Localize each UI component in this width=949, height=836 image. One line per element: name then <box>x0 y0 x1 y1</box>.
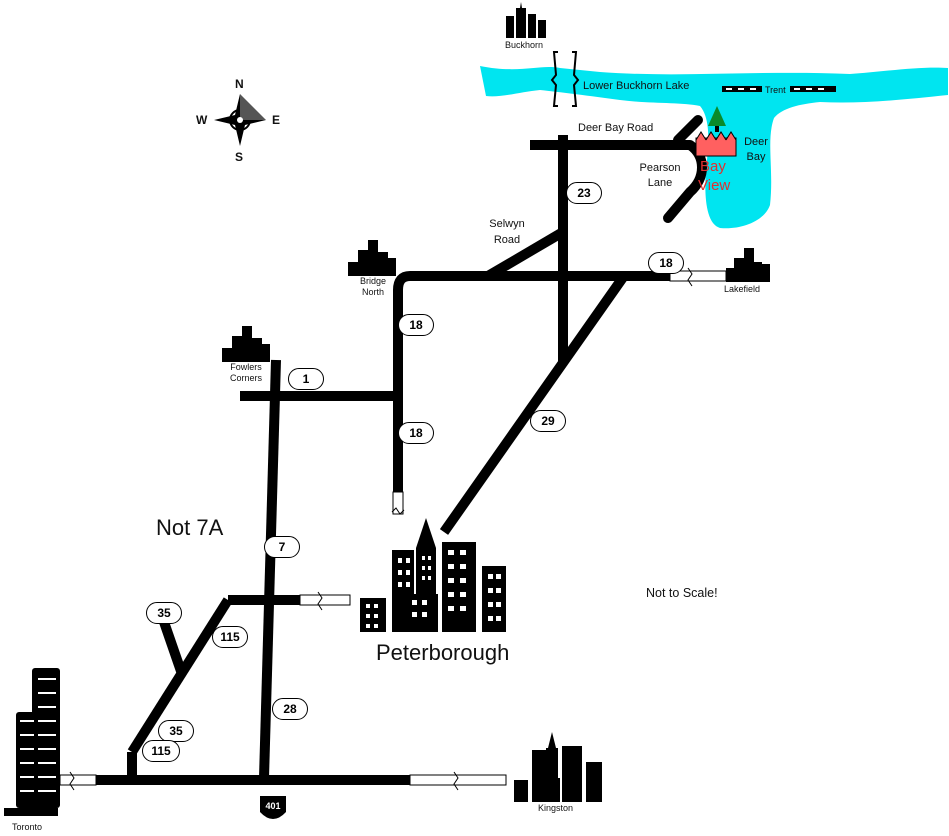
selwyn-road <box>485 227 566 281</box>
compass-west: W <box>196 113 208 127</box>
shield-18-south: 18 <box>398 422 434 444</box>
highway-401-shield-icon: 401 <box>260 796 286 819</box>
selwyn-road-label-1: Selwyn <box>489 218 525 230</box>
compass-north: N <box>235 77 244 91</box>
shield-115-south: 115 <box>142 740 180 762</box>
bay-view-cottages-icon <box>695 131 737 157</box>
shield-7: 7 <box>264 536 300 558</box>
deer-bay-road-label: Deer Bay Road <box>578 122 654 134</box>
shield-1: 1 <box>288 368 324 390</box>
roads <box>96 115 707 785</box>
trent-label: Trent <box>765 85 786 95</box>
pearson-lane <box>663 140 707 223</box>
road-115 <box>127 597 233 755</box>
deer-bay-label-1: Deer <box>744 136 768 148</box>
lake-label: Lower Buckhorn Lake <box>583 80 690 92</box>
town-fowlers-1: Fowlers <box>230 362 262 372</box>
road-18-north <box>393 271 670 492</box>
deer-bay-label-2: Bay <box>746 151 766 163</box>
buckhorn-lock-right <box>572 51 580 107</box>
pearson-connector <box>673 115 703 145</box>
shield-23: 23 <box>566 182 602 204</box>
note-not-to-scale: Not to Scale! <box>646 586 718 600</box>
town-fowlers-2: Corners <box>229 373 262 383</box>
shield-18-east: 18 <box>648 252 684 274</box>
buckhorn-city-icon <box>506 2 546 38</box>
town-toronto: Toronto <box>12 822 43 832</box>
shield-401-text: 401 <box>265 801 280 811</box>
selwyn-road-label-2: Road <box>493 234 521 246</box>
shield-35-south: 35 <box>158 720 194 742</box>
pearson-lane-label-1: Pearson <box>639 162 681 174</box>
compass-rose-icon <box>214 94 266 146</box>
bridge-north-city-icon <box>348 240 396 276</box>
shield-115-north: 115 <box>212 626 248 648</box>
shield-18-north: 18 <box>398 314 434 336</box>
road-7 <box>259 359 281 779</box>
town-bridge-north-2: North <box>361 287 384 297</box>
trent-waterway <box>722 86 836 92</box>
road-29 <box>439 273 629 535</box>
destination-label-2: View <box>698 177 731 194</box>
shield-29: 29 <box>530 410 566 432</box>
town-kingston: Kingston <box>538 803 574 813</box>
kingston-city-icon <box>514 732 602 802</box>
shield-35-north: 35 <box>146 602 182 624</box>
destination-label-1: Bay <box>700 158 726 175</box>
map-title: Peterborough <box>376 640 510 665</box>
buckhorn-lock-left <box>550 51 558 107</box>
road-breaks <box>59 267 727 791</box>
peterborough-windows <box>366 550 501 628</box>
compass-south: S <box>235 150 244 164</box>
tree-icon <box>708 106 726 132</box>
town-bridge-north-1: Bridge <box>359 276 386 286</box>
shield-28: 28 <box>272 698 308 720</box>
pearson-lane-label-2: Lane <box>647 177 673 189</box>
fowlers-corners-city-icon <box>222 326 270 362</box>
note-not-7a: Not 7A <box>156 515 224 540</box>
town-buckhorn: Buckhorn <box>505 40 544 50</box>
road-35 <box>159 620 187 676</box>
town-lakefield: Lakefield <box>724 284 761 294</box>
toronto-windows <box>20 678 56 792</box>
toronto-city-icon <box>4 668 60 816</box>
compass-east: E <box>272 113 281 127</box>
lakefield-city-icon <box>726 248 770 282</box>
peterborough-city-icon <box>360 518 506 632</box>
